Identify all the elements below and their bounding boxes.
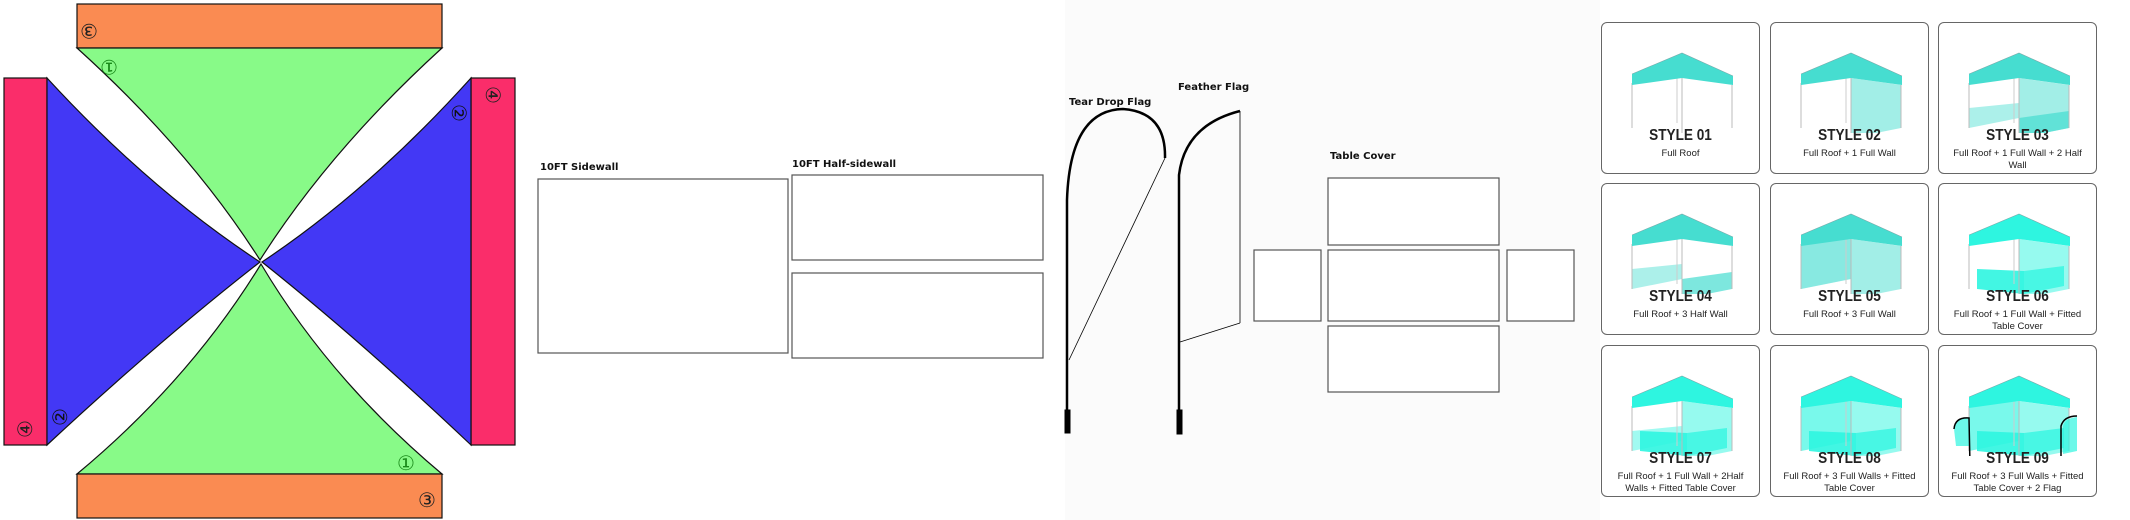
top-roof-panel bbox=[75, 47, 444, 262]
panel-number: ① bbox=[100, 55, 118, 79]
style-title: STYLE 03 bbox=[1986, 127, 2049, 144]
half-sidewall-panel bbox=[791, 174, 1044, 261]
style-card[interactable]: STYLE 05 Full Roof + 3 Full Wall bbox=[1770, 183, 1929, 335]
tent-illustration bbox=[1968, 52, 2071, 133]
style-description: Full Roof + 3 Full Walls + Fitted Table … bbox=[1951, 471, 2084, 494]
style-card[interactable]: STYLE 09 Full Roof + 3 Full Walls + Fitt… bbox=[1938, 345, 2097, 497]
style-description: Full Roof + 1 Full Wall + 2Half Walls + … bbox=[1617, 471, 1744, 494]
style-card[interactable]: STYLE 04 Full Roof + 3 Half Wall bbox=[1601, 183, 1760, 335]
panel-number: ③ bbox=[418, 488, 436, 512]
feather-flag-label: Feather Flag bbox=[1178, 82, 1249, 93]
style-description: Full Roof + 3 Full Wall bbox=[1803, 309, 1896, 320]
table-cover-label: Table Cover bbox=[1330, 151, 1396, 162]
style-title: STYLE 09 bbox=[1986, 450, 2049, 467]
table-cover bbox=[1253, 177, 1575, 393]
sidewall-label: 10FT Sidewall bbox=[540, 162, 618, 173]
style-card[interactable]: STYLE 06 Full Roof + 1 Full Wall + Fitte… bbox=[1938, 183, 2097, 335]
left-roof-panel bbox=[46, 76, 262, 447]
panel-numbers: ③ ① ④ ② ② ④ ① ③ bbox=[13, 19, 505, 512]
panel-number: ④ bbox=[13, 420, 37, 438]
half-sidewall-label: 10FT Half-sidewall bbox=[792, 159, 896, 170]
style-title: STYLE 05 bbox=[1818, 288, 1881, 305]
panel-number: ① bbox=[397, 451, 415, 475]
style-title: STYLE 04 bbox=[1649, 288, 1712, 305]
style-title: STYLE 06 bbox=[1986, 288, 2049, 305]
tent-illustration bbox=[1953, 375, 2078, 456]
style-description: Full Roof + 1 Full Wall bbox=[1803, 148, 1896, 159]
style-card[interactable]: STYLE 01 Full Roof bbox=[1601, 22, 1760, 174]
bottom-valance bbox=[76, 473, 443, 519]
style-title: STYLE 02 bbox=[1818, 127, 1881, 144]
style-card[interactable]: STYLE 07 Full Roof + 1 Full Wall + 2Half… bbox=[1601, 345, 1760, 497]
tent-illustration bbox=[1968, 213, 2071, 294]
sidewall-panel bbox=[537, 178, 789, 354]
tent-illustration bbox=[1631, 375, 1734, 456]
panel-number: ② bbox=[447, 104, 471, 122]
tent-illustration bbox=[1800, 375, 1903, 456]
roof-layout bbox=[3, 3, 516, 519]
style-description: Full Roof + 3 Half Wall bbox=[1633, 309, 1728, 320]
right-roof-panel bbox=[260, 76, 472, 447]
tear-drop-flag-label: Tear Drop Flag bbox=[1069, 97, 1151, 108]
panel-number: ② bbox=[48, 408, 72, 426]
style-title: STYLE 08 bbox=[1818, 450, 1881, 467]
style-description: Full Roof + 1 Full Wall + 2 Half Wall bbox=[1953, 148, 2082, 171]
style-description: Full Roof + 3 Full Walls + Fitted Table … bbox=[1783, 471, 1916, 494]
left-valance bbox=[3, 77, 48, 446]
tent-illustration bbox=[1800, 52, 1903, 133]
right-valance bbox=[470, 77, 516, 446]
bottom-roof-panel bbox=[75, 262, 444, 475]
style-title: STYLE 01 bbox=[1649, 127, 1712, 144]
style-description: Full Roof + 1 Full Wall + Fitted Table C… bbox=[1953, 309, 2082, 332]
feather-flag bbox=[1176, 109, 1241, 435]
style-description: Full Roof bbox=[1661, 148, 1700, 159]
tent-illustration bbox=[1631, 52, 1734, 133]
style-card[interactable]: STYLE 08 Full Roof + 3 Full Walls + Fitt… bbox=[1770, 345, 1929, 497]
tear-drop-flag bbox=[1064, 107, 1167, 434]
style-title: STYLE 07 bbox=[1649, 450, 1712, 467]
tent-illustration bbox=[1800, 213, 1903, 294]
style-card[interactable]: STYLE 02 Full Roof + 1 Full Wall bbox=[1770, 22, 1929, 174]
half-sidewall-panel bbox=[791, 272, 1044, 359]
style-card[interactable]: STYLE 03 Full Roof + 1 Full Wall + 2 Hal… bbox=[1938, 22, 2097, 174]
tent-illustration bbox=[1631, 213, 1734, 294]
top-valance bbox=[76, 3, 443, 49]
panel-number: ④ bbox=[481, 86, 505, 104]
panel-number: ③ bbox=[80, 19, 98, 43]
